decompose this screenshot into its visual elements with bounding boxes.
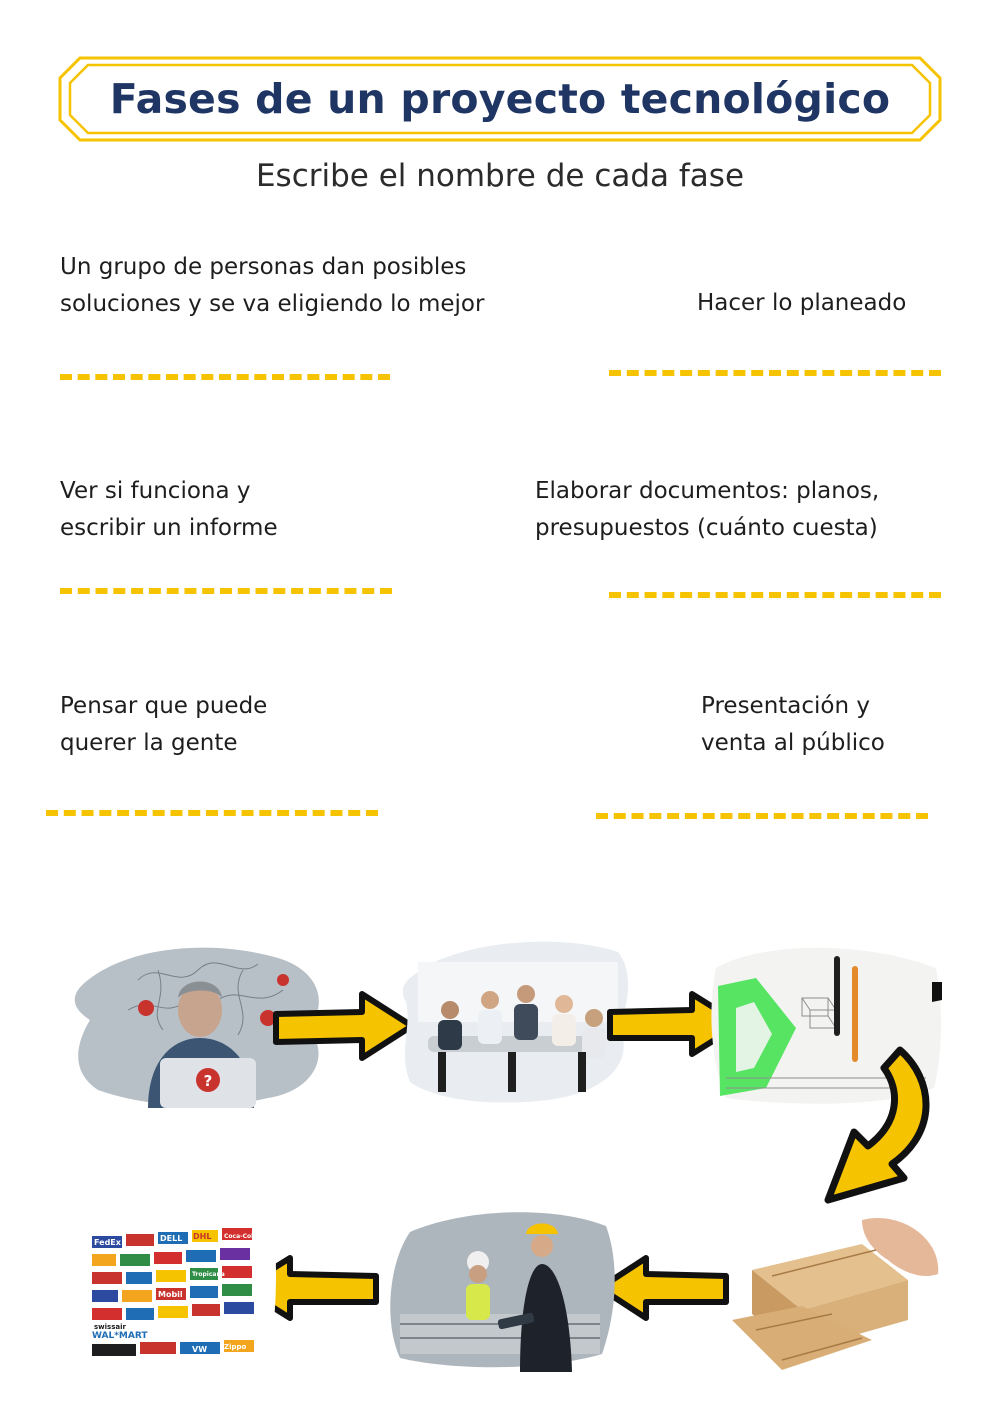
page-subtitle: Escribe el nombre de cada fase: [255, 158, 745, 194]
clue-sell: Presentación y venta al público: [701, 693, 885, 756]
svg-text:Coca-Cola: Coca-Cola: [224, 1233, 257, 1240]
svg-text:DHL: DHL: [193, 1232, 211, 1241]
answer-blank-6[interactable]: [596, 813, 928, 819]
svg-text:?: ?: [204, 1072, 213, 1090]
svg-text:VW: VW: [192, 1345, 207, 1354]
answer-blank-5[interactable]: [46, 810, 378, 816]
svg-text:Mobil: Mobil: [158, 1290, 183, 1299]
svg-text:FedEx: FedEx: [94, 1238, 122, 1247]
right-arrow-icon-1: [273, 991, 415, 1061]
svg-text:Tropicana: Tropicana: [192, 1271, 225, 1278]
engineers-factory-photo: [390, 1212, 615, 1372]
answer-blank-4[interactable]: [609, 592, 941, 598]
svg-text:Zippo: Zippo: [224, 1343, 246, 1351]
svg-text:swissair: swissair: [94, 1323, 126, 1331]
left-arrow-icon-1: [597, 1255, 729, 1321]
clue-brainstorm: Un grupo de personas dan posibles soluci…: [60, 254, 485, 317]
team-meeting-photo: [402, 941, 629, 1103]
clue-design: Elaborar documentos: planos, presupuesto…: [535, 478, 880, 541]
clue-test: Ver si funciona y escribir un informe: [60, 478, 278, 541]
svg-text:WAL*MART: WAL*MART: [92, 1331, 148, 1341]
svg-text:DELL: DELL: [160, 1234, 182, 1243]
answer-blank-2[interactable]: [609, 370, 941, 376]
thinking-man-photo: ?: [74, 947, 319, 1108]
title-frame-border: [58, 56, 942, 142]
page-title: Fases de un proyecto tecnológico: [109, 75, 891, 123]
curved-arrow-icon: [824, 1046, 930, 1204]
brand-logos-photo: FedEx DELL DHL Mobil WAL*MART swissair T…: [84, 1220, 276, 1366]
answer-blank-3[interactable]: [60, 588, 392, 594]
answer-blank-1[interactable]: [60, 374, 390, 380]
clue-build: Hacer lo planeado: [697, 290, 907, 316]
wood-construction-photo: [716, 1218, 942, 1379]
clue-need: Pensar que puede querer la gente: [60, 693, 268, 756]
title-frame: Fases de un proyecto tecnológico: [58, 56, 942, 142]
